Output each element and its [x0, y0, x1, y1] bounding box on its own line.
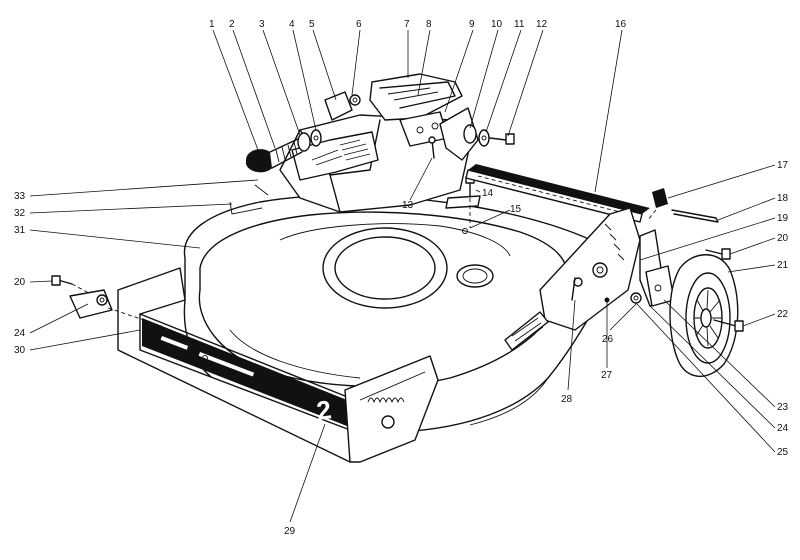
callout-numbers: 1 2 3 4 5 6 7 8 9 10 11 12 13 14 15 16 1…: [14, 19, 789, 537]
callout-8: 8: [426, 19, 432, 30]
callout-12: 12: [536, 19, 548, 30]
callout-33: 33: [14, 191, 26, 202]
callout-24-right: 24: [777, 423, 789, 434]
control-housing: [279, 73, 479, 213]
front-bumper-plate: 2: [117, 267, 439, 463]
callout-13: 13: [402, 200, 414, 211]
callout-17: 17: [777, 160, 789, 171]
callout-6: 6: [356, 19, 362, 30]
callout-22: 22: [777, 309, 789, 320]
callout-leaders: [29, 29, 776, 523]
callout-28: 28: [561, 394, 573, 405]
callout-2: 2: [229, 19, 235, 30]
callout-24-left: 24: [14, 328, 26, 339]
left-deck-flange: [229, 184, 269, 215]
callout-20-left: 20: [14, 277, 26, 288]
callout-9: 9: [469, 19, 475, 30]
callout-32: 32: [14, 208, 26, 219]
callout-27: 27: [601, 370, 613, 381]
callout-25: 25: [777, 447, 789, 458]
deck-decal-number: 2: [315, 394, 334, 426]
mower-deck: [183, 194, 619, 433]
callout-5: 5: [309, 19, 315, 30]
callout-30: 30: [14, 345, 26, 356]
callout-3: 3: [259, 19, 265, 30]
callout-4: 4: [289, 19, 295, 30]
wheel-height-lever: [630, 188, 719, 307]
rear-baffle-bar: [465, 164, 650, 223]
callout-20-right: 20: [777, 233, 789, 244]
rear-wheel: [669, 248, 744, 378]
callout-31: 31: [14, 225, 26, 236]
callout-14: 14: [482, 188, 494, 199]
callout-21: 21: [777, 260, 789, 271]
washer-bolt-set: [463, 124, 515, 147]
callout-23: 23: [777, 402, 789, 413]
callout-15: 15: [510, 204, 522, 215]
callout-1: 1: [209, 19, 215, 30]
callout-11: 11: [514, 19, 525, 30]
height-adjust-knob: [246, 91, 361, 173]
callout-7: 7: [404, 19, 410, 30]
callout-19: 19: [777, 213, 789, 224]
callout-10: 10: [491, 19, 503, 30]
axle-bracket: [504, 207, 641, 351]
callout-16: 16: [615, 19, 627, 30]
callout-29: 29: [284, 526, 296, 537]
mounting-hardware: [428, 136, 481, 234]
callout-26: 26: [602, 334, 614, 345]
callout-18: 18: [777, 193, 789, 204]
front-axle-bracket: [51, 275, 163, 327]
